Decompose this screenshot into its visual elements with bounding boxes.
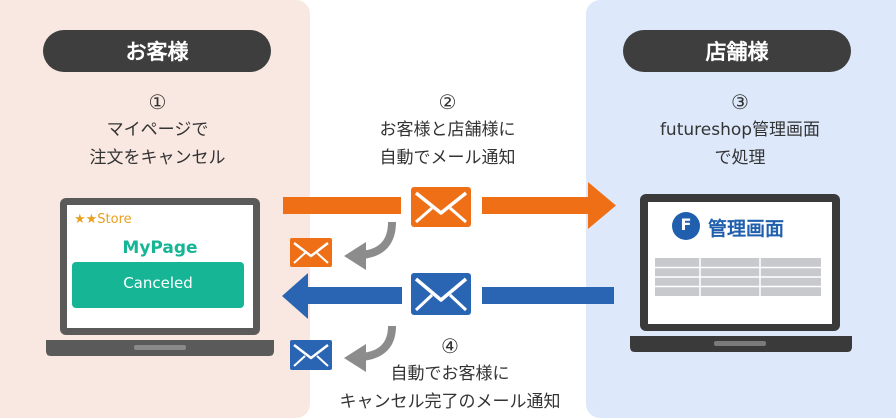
small-blue-mail-icon xyxy=(290,340,332,370)
futureshop-logo-icon xyxy=(672,212,700,240)
step-2-line-1: お客様と店舗様に xyxy=(379,120,516,140)
step-4-line-2: キャンセル完了のメール通知 xyxy=(339,392,561,412)
gray-curved-arrow-bottom xyxy=(344,325,396,372)
canceled-label: Canceled xyxy=(123,274,193,292)
customer-label: お客様 xyxy=(43,30,271,72)
orange-mail-icon xyxy=(411,187,471,227)
admin-screen-title: 管理画面 xyxy=(708,218,785,240)
step-3-text: ③ futureshop管理画面 で処理 xyxy=(610,88,870,172)
admin-table-icon xyxy=(655,258,821,296)
store-name: ★★Store xyxy=(74,212,132,227)
step-2-number: ② xyxy=(438,90,457,114)
step-1-text: ① マイページで 注文をキャンセル xyxy=(40,88,275,172)
gray-curved-arrow-top xyxy=(344,221,396,270)
futureshop-logo-letter: F xyxy=(680,215,692,234)
step-4-line-1: 自動でお客様に xyxy=(390,364,510,384)
orange-arrow-to-shop xyxy=(283,182,616,229)
mypage-title: MyPage xyxy=(122,238,198,258)
small-orange-mail-icon xyxy=(290,238,332,267)
shop-label: 店舗様 xyxy=(623,30,851,72)
step-3-line-1: futureshop管理画面 xyxy=(659,120,821,140)
shop-laptop xyxy=(630,194,852,352)
step-1-line-1: マイページで xyxy=(106,120,209,140)
blue-arrow-to-customer xyxy=(282,273,614,319)
shop-laptop-notch xyxy=(714,341,766,346)
step-3-line-2: で処理 xyxy=(714,148,766,168)
blue-mail-icon xyxy=(411,273,471,315)
customer-laptop xyxy=(46,198,274,356)
step-1-line-2: 注文をキャンセル xyxy=(89,148,226,168)
step-4-number: ④ xyxy=(441,334,459,358)
step-2-line-2: 自動でメール通知 xyxy=(379,148,516,168)
step-3-number: ③ xyxy=(731,90,749,114)
step-4-text: ④ 自動でお客様に キャンセル完了のメール通知 xyxy=(305,332,595,416)
step-2-text: ② お客様と店舗様に 自動でメール通知 xyxy=(330,88,565,172)
customer-laptop-notch xyxy=(134,345,186,350)
step-1-number: ① xyxy=(148,90,167,114)
canceled-banner xyxy=(72,262,244,308)
